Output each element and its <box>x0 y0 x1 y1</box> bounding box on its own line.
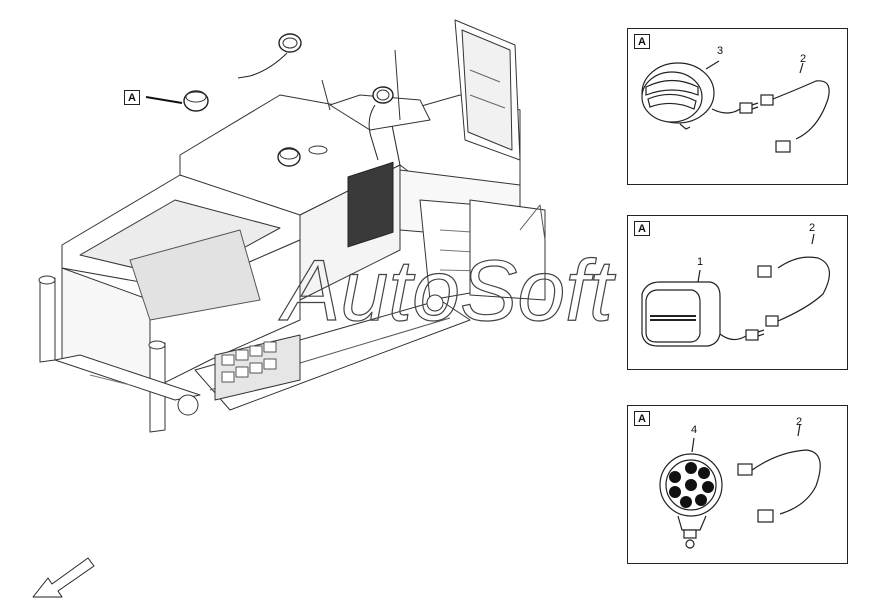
oval-work-lamp-drawing <box>641 60 830 153</box>
square-work-lamp-drawing <box>641 233 830 347</box>
round-led-lamp-drawing <box>659 423 821 549</box>
panel-1-callout-lamp: 3 <box>717 45 724 57</box>
panel-3-callout-lamp: 4 <box>691 424 698 436</box>
detail-panel-1: A 3 2 <box>627 28 848 185</box>
panel-1-callout-cable: 2 <box>800 53 807 65</box>
panel-1-tag: A <box>634 34 650 49</box>
panel-3-tag: A <box>634 411 650 426</box>
panel-2-tag: A <box>634 221 650 236</box>
panel-3-callout-cable: 2 <box>796 416 803 428</box>
panel-2-callout-lamp: 1 <box>697 256 704 268</box>
detail-a-tag: A <box>124 90 140 105</box>
detail-panel-2: A 1 2 <box>627 215 848 370</box>
detail-panel-3: A 4 2 <box>627 405 848 564</box>
panel-2-callout-cable: 2 <box>809 222 816 234</box>
